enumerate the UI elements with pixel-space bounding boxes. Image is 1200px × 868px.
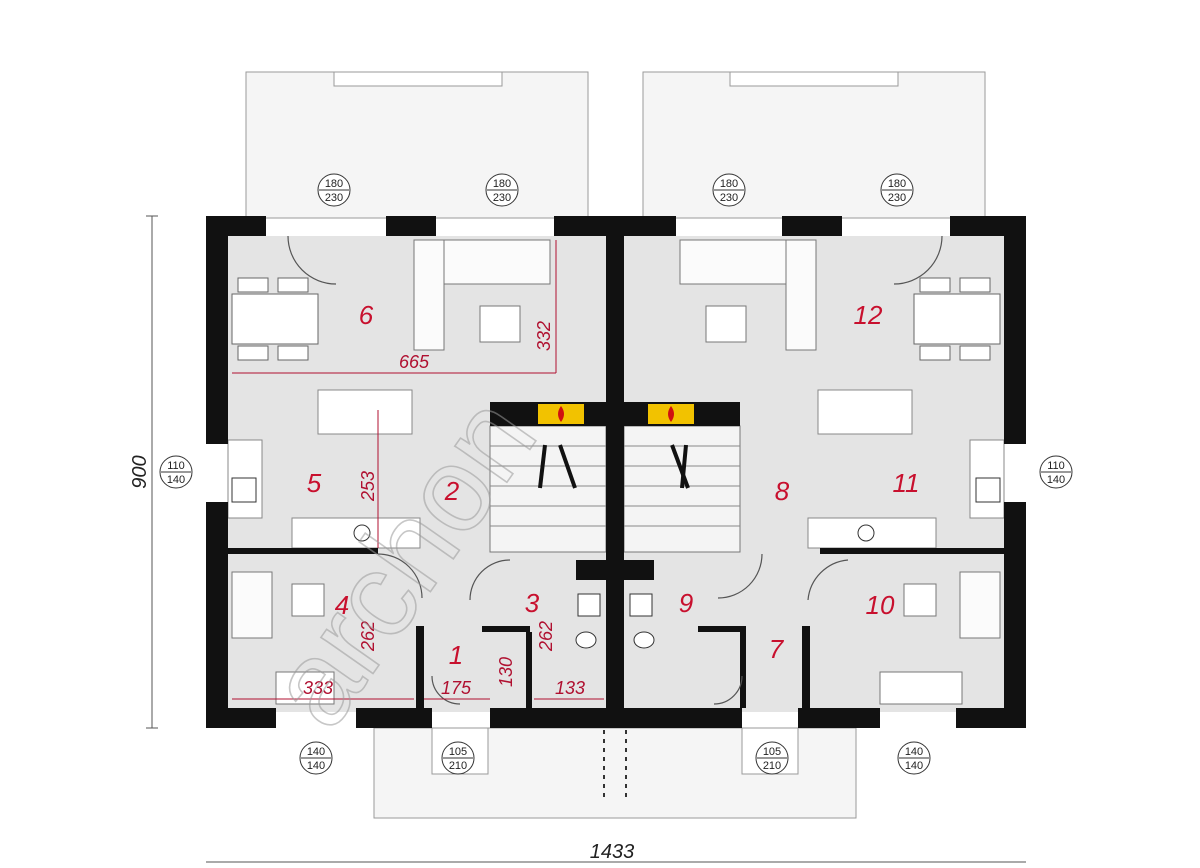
- opening-tag: 140 140: [299, 741, 333, 775]
- room-label: 2: [444, 476, 460, 506]
- overall-dimensions: [146, 215, 1026, 863]
- svg-text:110: 110: [167, 460, 185, 472]
- room-label: 7: [769, 634, 785, 664]
- opening-tag: 180 230: [880, 173, 914, 207]
- svg-text:210: 210: [449, 760, 467, 772]
- fireplace-icon: [624, 402, 740, 426]
- svg-text:140: 140: [167, 474, 185, 486]
- opening-tag: 180 230: [485, 173, 519, 207]
- dining-table-icon: [913, 277, 1001, 361]
- sink-icon: [577, 593, 653, 617]
- dimension-label: 333: [303, 678, 333, 698]
- svg-text:140: 140: [1047, 474, 1065, 486]
- svg-text:105: 105: [763, 746, 781, 758]
- room-label: 3: [525, 588, 540, 618]
- dimension-label: 175: [441, 678, 472, 698]
- svg-text:180: 180: [888, 178, 906, 190]
- svg-text:230: 230: [720, 192, 738, 204]
- svg-text:180: 180: [720, 178, 738, 190]
- dimension-label: 262: [358, 621, 378, 652]
- bedroom-left-furniture: [231, 571, 335, 705]
- kitchen-right: [807, 389, 1005, 549]
- back-terraces: [245, 71, 986, 219]
- opening-tag: 105 210: [441, 741, 475, 775]
- svg-text:180: 180: [493, 178, 511, 190]
- opening-tag: 105 210: [755, 741, 789, 775]
- svg-text:180: 180: [325, 178, 343, 190]
- dimension-label: 665: [399, 352, 430, 372]
- svg-text:140: 140: [905, 746, 923, 758]
- dimension-label: 130: [496, 657, 516, 687]
- stove-icon: [353, 524, 371, 542]
- opening-tag: 110 140: [159, 455, 193, 489]
- room-label: 11: [893, 468, 920, 498]
- dimension-labels: 665 332 253 262 262 333 175 130 133 900 …: [129, 321, 634, 863]
- svg-text:140: 140: [307, 760, 325, 772]
- svg-text:210: 210: [763, 760, 781, 772]
- dimension-label: 332: [534, 321, 554, 351]
- room-label: 8: [775, 476, 790, 506]
- opening-tag: 180 230: [317, 173, 351, 207]
- walls: [206, 216, 1026, 728]
- stove-icon: [857, 524, 875, 542]
- overall-width-label: 1433: [590, 841, 635, 863]
- room-label: 6: [359, 300, 374, 330]
- bedroom-right-furniture: [879, 571, 1001, 705]
- opening-tags: 180 230 180 230 180 230 180 230 110 140: [159, 173, 1073, 775]
- dimension-label: 133: [555, 678, 585, 698]
- sofa-icon: [679, 239, 817, 351]
- staircase-right: [623, 425, 741, 553]
- room-labels: 1 2 3 4 5 6 7 8 9 10 11 12: [307, 300, 920, 670]
- svg-text:230: 230: [493, 192, 511, 204]
- opening-tag: 180 230: [712, 173, 746, 207]
- toilet-icon: [575, 631, 655, 649]
- dimension-label: 262: [536, 621, 556, 652]
- room-label: 4: [335, 590, 349, 620]
- svg-text:140: 140: [905, 760, 923, 772]
- dimension-label: 253: [358, 471, 378, 502]
- opening-tag: 110 140: [1039, 455, 1073, 489]
- room-label: 1: [449, 640, 463, 670]
- dimension-lines: [232, 240, 604, 700]
- svg-text:110: 110: [1047, 460, 1065, 472]
- kitchen-left: [227, 389, 421, 549]
- opening-tag: 140 140: [897, 741, 931, 775]
- svg-text:230: 230: [325, 192, 343, 204]
- doors: [287, 235, 943, 705]
- svg-text:140: 140: [307, 746, 325, 758]
- staircase-left: [489, 425, 607, 553]
- room-label: 9: [679, 588, 693, 618]
- room-label: 5: [307, 468, 322, 498]
- dining-table-icon: [231, 277, 319, 361]
- svg-text:230: 230: [888, 192, 906, 204]
- room-label: 12: [854, 300, 883, 330]
- sink-icon: [231, 477, 257, 503]
- sofa-icon: [413, 239, 551, 351]
- sink-icon: [975, 477, 1001, 503]
- svg-text:105: 105: [449, 746, 467, 758]
- overall-depth-label: 900: [129, 455, 151, 488]
- front-terrace: [373, 727, 857, 819]
- fireplace-icon: [490, 402, 606, 426]
- room-label: 10: [866, 590, 895, 620]
